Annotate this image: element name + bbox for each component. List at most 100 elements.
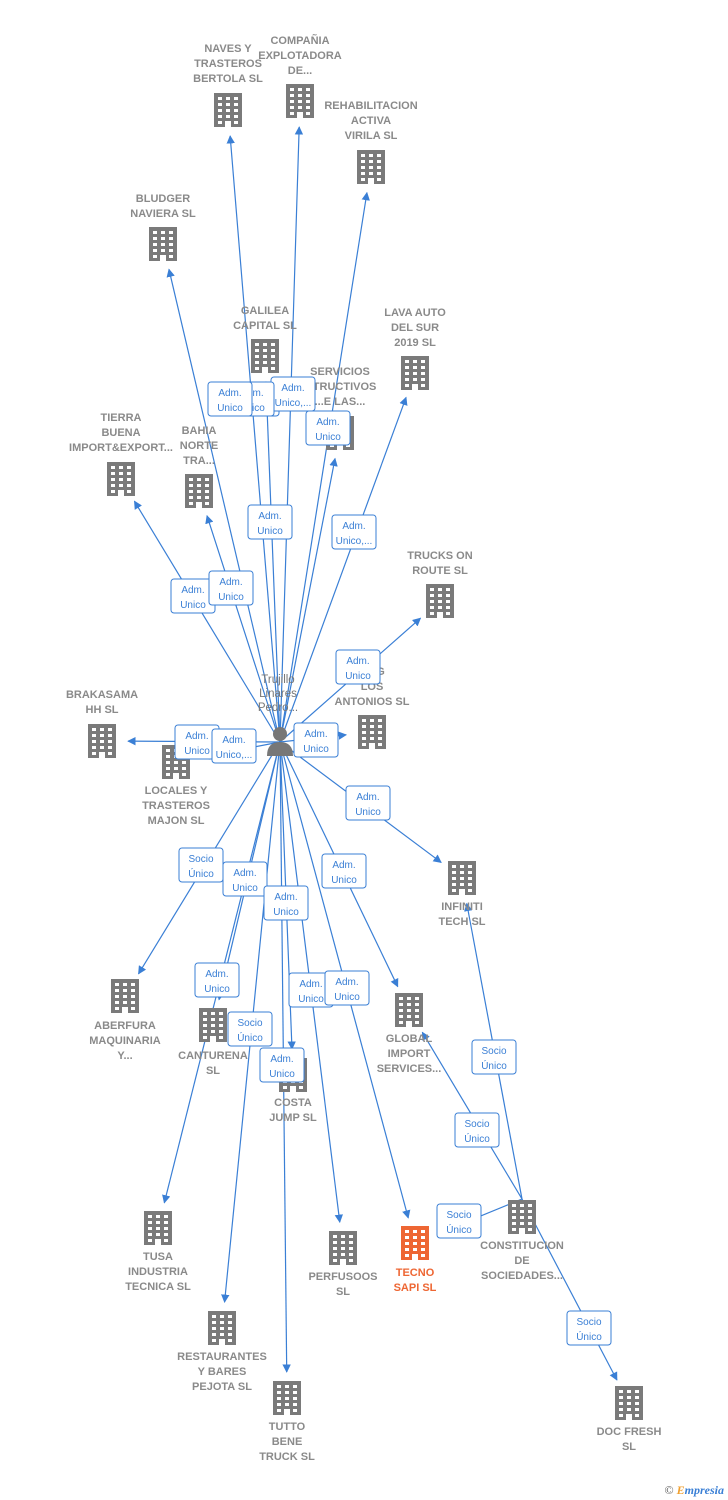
- role-badge[interactable]: Adm.Unico,...: [331, 514, 377, 550]
- company-label: SERVICES...: [377, 1063, 442, 1075]
- role-badge[interactable]: Adm. Unico: [321, 853, 367, 889]
- company-label: BLUDGER: [136, 193, 190, 205]
- role-badge[interactable]: Adm.Unico: [194, 962, 240, 998]
- role-badge-text: Socio: [464, 1119, 489, 1130]
- company-label: COMPAÑIA: [270, 34, 329, 47]
- building-icon: [273, 1381, 301, 1415]
- edge-person-bludger: [166, 268, 281, 743]
- role-badge-text: Unico: [180, 600, 206, 611]
- role-badge-text: Adm.: [222, 735, 245, 746]
- role-badge-text: Adm.: [281, 383, 304, 394]
- edge-constitucion-docfresh: [521, 1198, 618, 1381]
- building-icon: [508, 1200, 536, 1234]
- role-badge-text: Adm.: [332, 860, 355, 871]
- company-label: GALILEA: [241, 305, 289, 317]
- company-label: TUSA: [143, 1251, 173, 1263]
- company-label: MAJON SL: [148, 815, 205, 827]
- role-badge-text: Unico: [269, 1069, 295, 1080]
- edge-person-compania: [279, 126, 304, 743]
- role-badge[interactable]: Adm.Unico: [324, 970, 370, 1006]
- role-badge-text: Socio: [446, 1210, 471, 1221]
- role-badge[interactable]: Adm.Unico: [207, 381, 253, 417]
- company-node-bludger[interactable]: BLUDGER NAVIERA SL: [130, 193, 196, 261]
- role-badge[interactable]: Adm.Unico,...: [211, 728, 257, 764]
- company-label: BERTOLA SL: [193, 73, 263, 85]
- role-badge[interactable]: Adm. Unico: [259, 1047, 305, 1083]
- role-badge-text: Adm.: [270, 1054, 293, 1065]
- building-icon: [149, 227, 177, 261]
- role-badge[interactable]: Adm.Unico,...: [270, 376, 316, 412]
- role-badge[interactable]: Adm.Unico: [247, 504, 293, 540]
- role-badge-text: Adm.: [356, 792, 379, 803]
- role-badge-text: Adm.: [274, 892, 297, 903]
- company-label: CONSTITUCION: [480, 1240, 564, 1252]
- building-icon: [286, 84, 314, 118]
- person-node[interactable]: TrujilloLinaresPedro...: [258, 674, 298, 756]
- role-badge[interactable]: Adm.Unico: [345, 785, 391, 821]
- building-icon: [448, 861, 476, 895]
- role-badge[interactable]: Adm.Unico: [174, 724, 220, 760]
- role-badge[interactable]: Adm.Unico: [305, 410, 351, 446]
- company-label: REHABILITACION: [324, 100, 417, 112]
- role-badge-text: Unico: [331, 875, 357, 886]
- role-badge-text: Unico: [303, 744, 329, 755]
- building-icon: [208, 1311, 236, 1345]
- company-label: TIERRA: [101, 412, 142, 424]
- building-icon: [144, 1211, 172, 1245]
- role-badge[interactable]: Adm.Unico: [335, 649, 381, 685]
- company-node-constitucion[interactable]: CONSTITUCIONDESOCIEDADES...: [480, 1200, 564, 1282]
- badges-layer: Adm.UnicoAdm.Unico,...Adm.UnicoAdm.Unico…: [170, 376, 612, 1346]
- footer-brand[interactable]: © Empresia: [665, 1483, 724, 1498]
- company-node-tierra[interactable]: TIERRABUENAIMPORT&EXPORT...: [69, 412, 173, 496]
- role-badge[interactable]: Adm.Unico: [293, 722, 339, 758]
- building-icon: [88, 724, 116, 758]
- company-label: LAVA AUTO: [384, 307, 446, 319]
- role-badge[interactable]: Adm.Unico: [170, 578, 216, 614]
- copyright-symbol: ©: [664, 1483, 674, 1497]
- company-node-galilea[interactable]: GALILEA CAPITAL SL: [233, 305, 297, 373]
- company-node-bahia[interactable]: BAHIANORTETRA...: [180, 425, 219, 508]
- company-label: ABERFURA: [94, 1020, 156, 1032]
- role-badge-text: Único: [237, 1031, 263, 1044]
- role-badge-text: Unico: [217, 403, 243, 414]
- company-label: CAPITAL SL: [233, 320, 297, 332]
- role-badge-text: Unico: [345, 671, 371, 682]
- role-badge-text: Unico,...: [336, 536, 373, 547]
- person-name: Linares: [259, 688, 297, 700]
- company-label: TUTTO: [269, 1421, 306, 1433]
- company-node-aberfura[interactable]: ABERFURAMAQUINARIAY...: [89, 979, 161, 1062]
- role-badge[interactable]: Adm.Unico: [263, 885, 309, 921]
- role-badge[interactable]: Adm.Unico: [208, 570, 254, 606]
- company-node-compania[interactable]: COMPAÑIAEXPLOTADORADE...: [258, 34, 342, 118]
- company-node-global[interactable]: GLOBALIMPORTSERVICES...: [377, 993, 442, 1075]
- company-label: DEL SUR: [391, 322, 439, 334]
- company-label: NAVIERA SL: [130, 208, 196, 220]
- building-icon: [401, 356, 429, 390]
- role-badge-text: Adm.: [219, 577, 242, 588]
- company-label: ...E LAS...: [315, 396, 366, 408]
- company-label: PEJOTA SL: [192, 1381, 252, 1393]
- role-badge[interactable]: Adm.Unico: [222, 861, 268, 897]
- role-badge-text: Unico: [257, 526, 283, 537]
- company-label: COSTA: [274, 1097, 312, 1109]
- company-label: LOCALES Y: [145, 785, 208, 797]
